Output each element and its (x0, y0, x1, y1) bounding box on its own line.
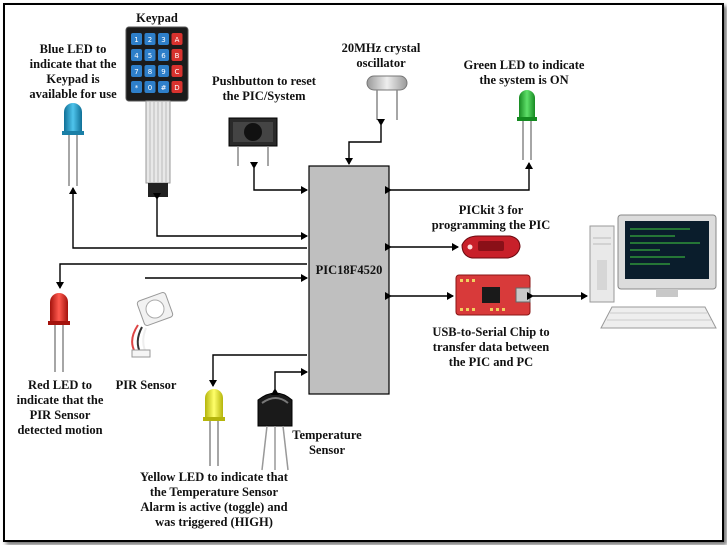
keypad-key-label: 9 (161, 68, 165, 76)
svg-text:PICkit 3 for: PICkit 3 for (459, 203, 524, 217)
keypad-key (131, 65, 142, 77)
svg-text:detected motion: detected motion (17, 423, 102, 437)
svg-text:Green LED to indicate: Green LED to indicate (464, 58, 585, 72)
svg-text:Keypad is: Keypad is (46, 72, 99, 86)
keypad-key-label: 0 (148, 84, 152, 92)
keypad-key (158, 81, 169, 93)
svg-text:the Temperature Sensor: the Temperature Sensor (150, 485, 279, 499)
red-led-connector (56, 263, 307, 289)
keypad-key-label: 5 (148, 52, 152, 60)
pir-label: PIR Sensor (116, 378, 177, 392)
svg-text:indicate that the: indicate that the (30, 57, 117, 71)
svg-text:indicate that the: indicate that the (17, 393, 104, 407)
pushbutton-label: Pushbutton to reset the PIC/System (212, 74, 317, 103)
oscillator-label: 20MHz crystal oscillator (342, 41, 421, 70)
svg-text:Alarm is active (toggle) and: Alarm is active (toggle) and (140, 500, 287, 514)
keypad-connector (153, 193, 308, 240)
svg-text:the PIC/System: the PIC/System (223, 89, 307, 103)
blue-led-label: Blue LED to indicate that the Keypad is … (29, 42, 117, 101)
keypad-key (131, 81, 142, 93)
red-led-label: Red LED to indicate that the PIR Sensor … (17, 378, 104, 437)
yellow-led-connector (209, 354, 307, 387)
keypad-key-label: 6 (161, 52, 166, 60)
keypad-key (158, 33, 169, 45)
keypad-key-label: 3 (161, 36, 165, 44)
desktop-computer-icon (589, 214, 717, 329)
pic-label: PIC18F4520 (316, 263, 383, 277)
green-led-icon (517, 90, 537, 160)
keypad-label: Keypad (136, 11, 178, 25)
keypad-key-label: 2 (148, 36, 152, 44)
usb-serial-label: USB-to-Serial Chip to transfer data betw… (432, 325, 549, 369)
blue-led-icon (62, 103, 84, 186)
keypad-key-label: 8 (148, 68, 152, 76)
svg-text:PIR Sensor: PIR Sensor (30, 408, 91, 422)
pickit-label: PICkit 3 for programming the PIC (432, 203, 551, 232)
crystal-oscillator-icon (366, 75, 408, 120)
keypad-key-label: # (161, 84, 167, 92)
keypad-key-label: 4 (134, 52, 139, 60)
svg-text:Blue LED to: Blue LED to (40, 42, 107, 56)
keypad-key (158, 49, 169, 61)
svg-text:Red LED to: Red LED to (28, 378, 92, 392)
yellow-led-label: Yellow LED to indicate that the Temperat… (140, 470, 289, 529)
pushbutton-connector (250, 162, 308, 194)
keypad-key (131, 33, 142, 45)
svg-text:oscillator: oscillator (356, 56, 406, 70)
green-led-label: Green LED to indicate the system is ON (464, 58, 585, 87)
svg-text:the PIC and PC: the PIC and PC (449, 355, 533, 369)
svg-text:Yellow LED to indicate that: Yellow LED to indicate that (140, 470, 289, 484)
keypad-key-label: D (174, 84, 179, 92)
yellow-led-icon (203, 389, 225, 466)
svg-text:20MHz crystal: 20MHz crystal (342, 41, 421, 55)
pickit-icon (461, 235, 521, 259)
svg-text:Sensor: Sensor (309, 443, 346, 457)
svg-text:was triggered (HIGH): was triggered (HIGH) (155, 515, 273, 529)
usb-serial-board-icon (455, 274, 531, 316)
keypad-key-label: C (175, 68, 180, 76)
svg-text:programming the PIC: programming the PIC (432, 218, 551, 232)
keypad-key (144, 49, 156, 61)
temperature-sensor-label: Temperature Sensor (292, 428, 362, 457)
svg-text:the system is ON: the system is ON (479, 73, 568, 87)
keypad-key (144, 65, 156, 77)
keypad-key (171, 65, 183, 77)
keypad-icon: 1 2 3 A 4 5 6 B 7 8 9 C * 0 # D (125, 26, 189, 197)
keypad-key (131, 49, 142, 61)
keypad-key-label: 7 (134, 68, 138, 76)
svg-text:Pushbutton to reset: Pushbutton to reset (212, 74, 317, 88)
keypad-key (171, 33, 183, 45)
keypad-key (171, 81, 183, 93)
svg-text:Temperature: Temperature (292, 428, 362, 442)
temperature-sensor-connector (271, 368, 308, 395)
keypad-key (171, 49, 183, 61)
keypad-key-label: B (175, 52, 180, 60)
keypad-key-label: * (135, 84, 139, 92)
keypad-key-label: A (175, 36, 180, 44)
keypad-key (144, 81, 156, 93)
connection-arrows (56, 119, 588, 395)
blue-led-connector (69, 187, 307, 249)
red-led-icon (48, 293, 70, 372)
green-led-connector (385, 162, 533, 194)
svg-text:transfer data between: transfer data between (433, 340, 549, 354)
keypad-key (144, 33, 156, 45)
svg-text:available for use: available for use (29, 87, 117, 101)
keypad-key-label: 1 (134, 36, 138, 44)
oscillator-connector (345, 119, 385, 165)
temperature-sensor-icon (257, 392, 293, 471)
pir-sensor-icon (131, 291, 174, 358)
pic-microcontroller-block (308, 165, 390, 395)
keypad-key (158, 65, 169, 77)
pushbutton-icon (228, 117, 278, 166)
svg-text:USB-to-Serial Chip to: USB-to-Serial Chip to (432, 325, 549, 339)
